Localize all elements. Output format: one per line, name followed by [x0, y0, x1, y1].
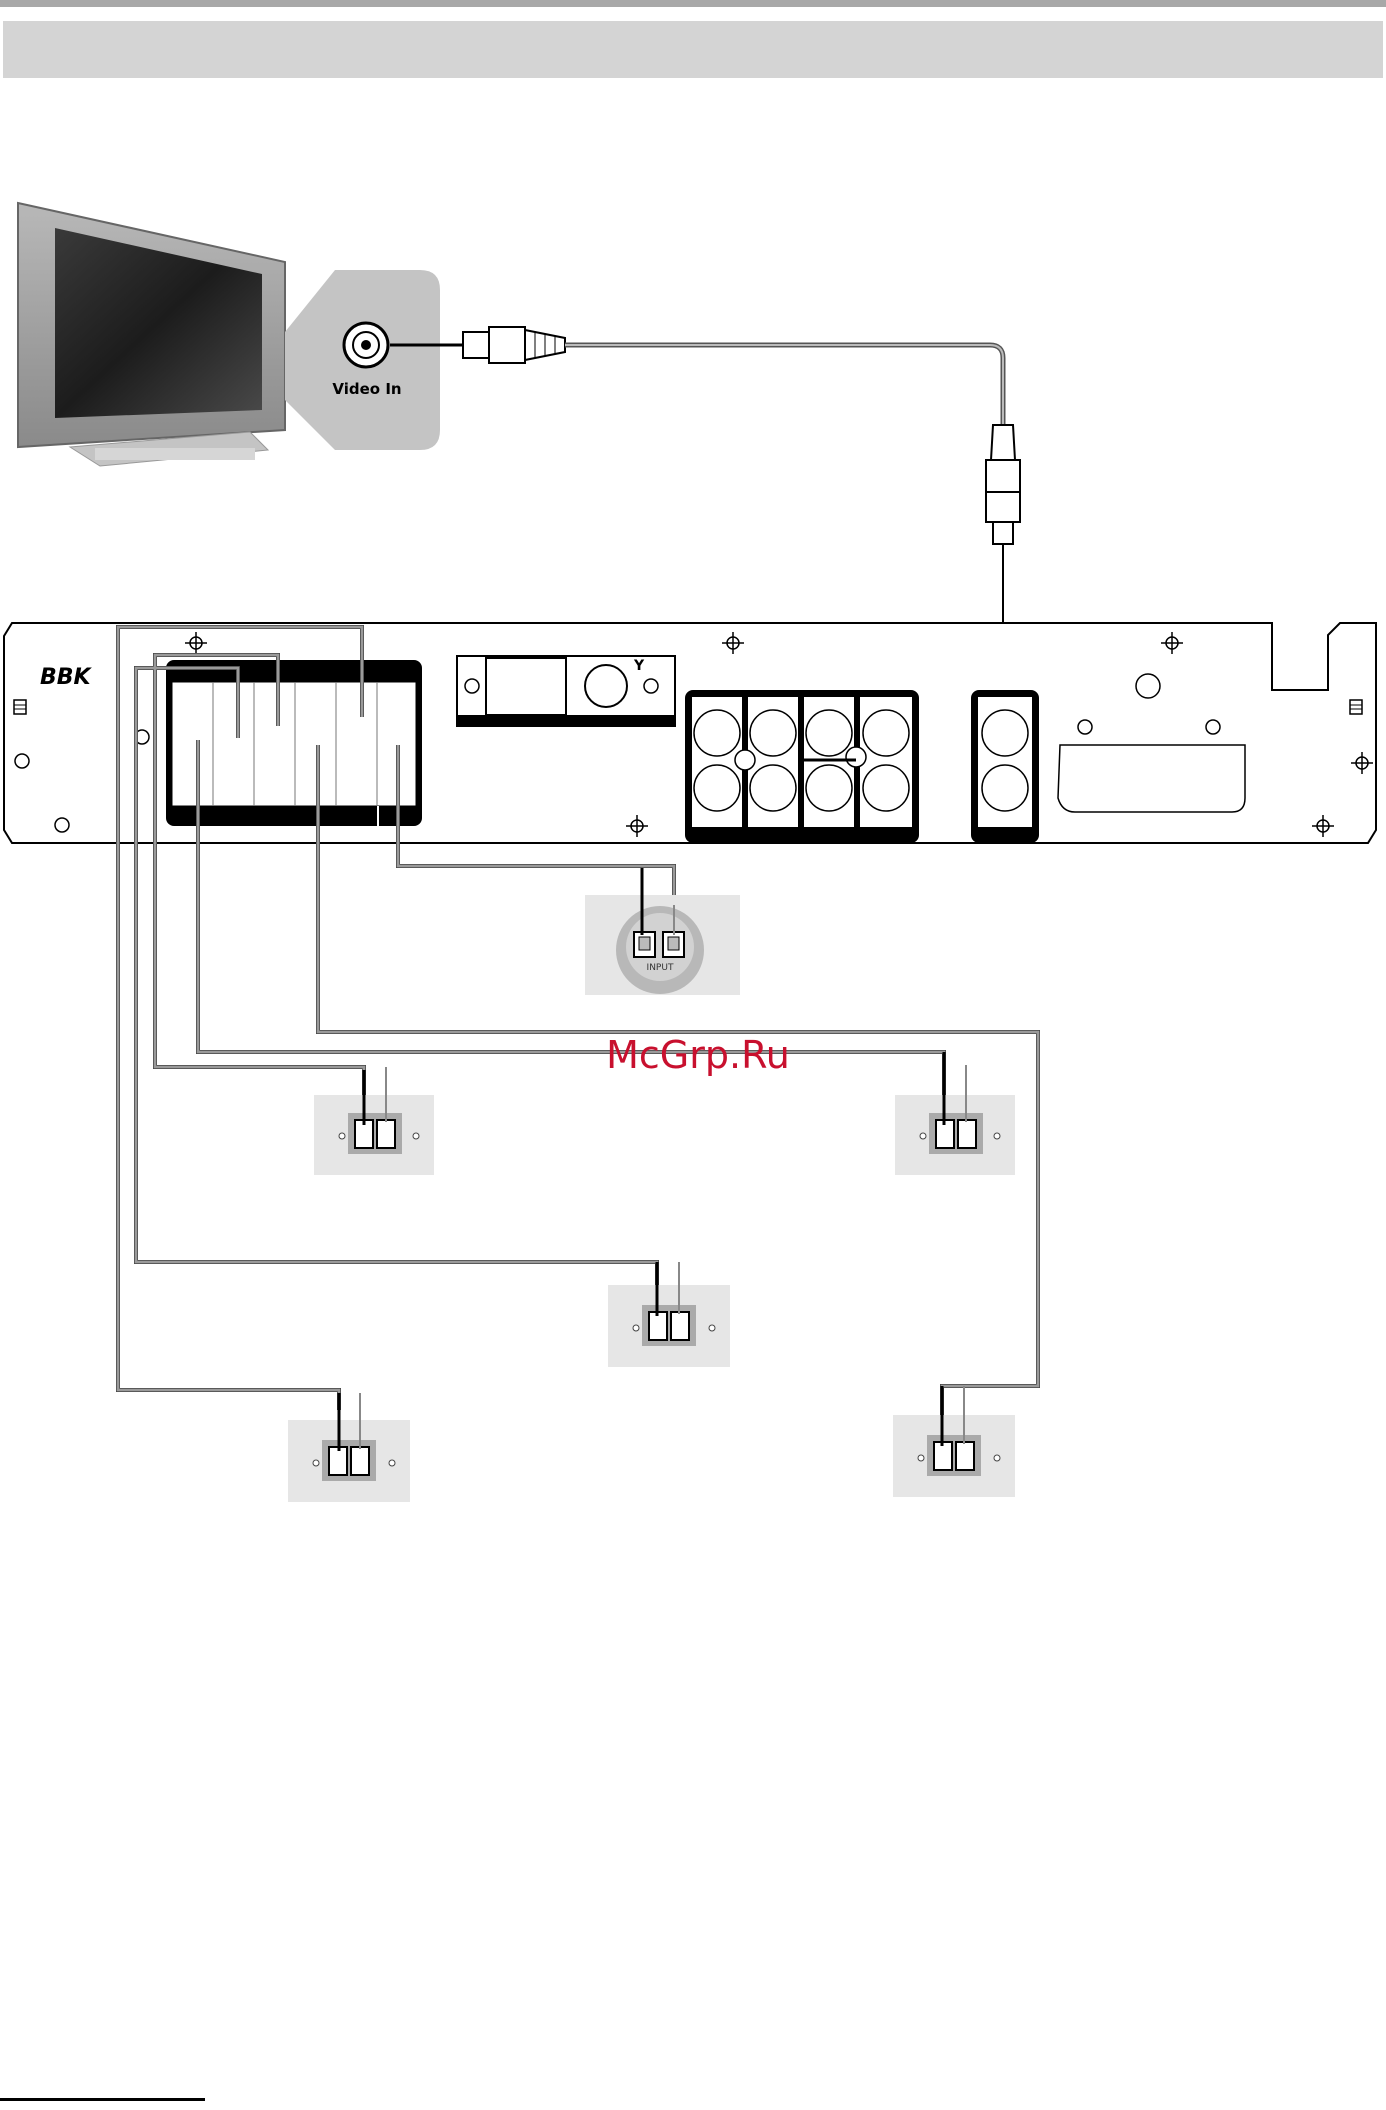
center-input-label: INPUT — [647, 963, 674, 973]
video-in-label: Video In — [332, 380, 401, 398]
audio-output-jacks — [685, 690, 919, 843]
footnote-rule — [0, 2098, 205, 2101]
speaker-terminal-front-left — [314, 1067, 434, 1175]
center-speaker-terminal: INPUT — [585, 868, 740, 995]
brand-logo: BBK — [40, 665, 93, 690]
tv-video-in-callout: Video In — [285, 270, 440, 450]
scart-connector — [1058, 745, 1245, 812]
speaker-terminal-rear-left — [288, 1393, 410, 1502]
tv-base — [95, 448, 255, 460]
antenna-symbol: Y — [633, 658, 645, 674]
speaker-output-block — [166, 660, 422, 826]
speaker-terminal-front-right — [895, 1052, 1015, 1175]
antenna-block: Y — [457, 656, 675, 726]
video-output-jacks — [971, 690, 1039, 843]
watermark: McGrp.Ru — [606, 1033, 790, 1077]
speaker-terminal-rear-right — [893, 1386, 1015, 1497]
speaker-terminal-subwoofer — [608, 1262, 730, 1367]
tv-set — [18, 203, 285, 466]
